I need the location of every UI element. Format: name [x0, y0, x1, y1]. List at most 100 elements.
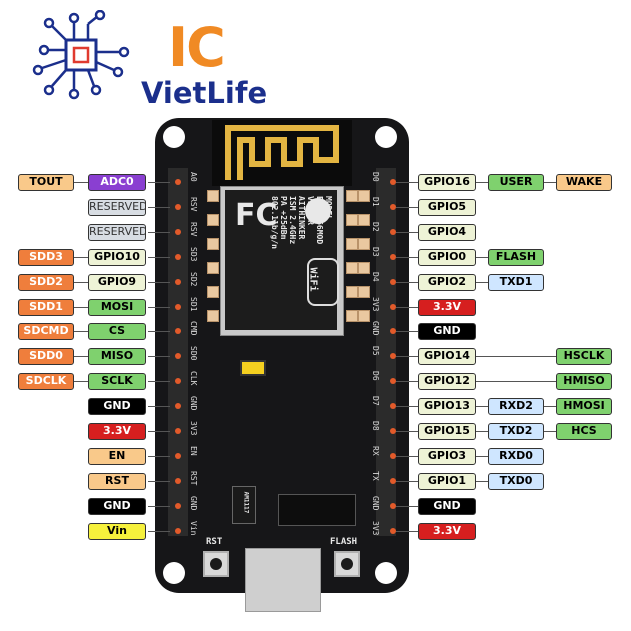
module-pad — [346, 262, 358, 274]
right-pin-silkscreen: 3V3 — [371, 521, 380, 536]
left-pin-function-label: RESERVED — [88, 199, 146, 216]
connector-line — [74, 257, 88, 258]
right-pin-silkscreen: GND — [371, 321, 380, 336]
header-pin — [390, 328, 396, 334]
right-pin-alt-label: TXD1 — [488, 274, 544, 291]
connector-line — [476, 481, 488, 482]
connector-line — [396, 182, 418, 183]
module-pad — [358, 262, 370, 274]
right-pin-function-label: GPIO13 — [418, 398, 476, 415]
right-pin-alt-label: RXD0 — [488, 448, 544, 465]
module-pad — [207, 190, 219, 202]
right-pin-function-label: GPIO1 — [418, 473, 476, 490]
header-pin — [390, 353, 396, 359]
antenna-area — [212, 120, 352, 186]
left-pin-silkscreen: EN — [189, 446, 198, 456]
connector-line — [74, 307, 88, 308]
left-header — [168, 168, 188, 536]
rst-button[interactable] — [203, 551, 229, 577]
left-pin-function-label: MISO — [88, 348, 146, 365]
right-pin-silkscreen: D4 — [371, 272, 380, 282]
left-pin-alt-label: SDD1 — [18, 299, 74, 316]
connector-line — [148, 356, 170, 357]
connector-line — [476, 356, 556, 357]
left-pin-alt-label: TOUT — [18, 174, 74, 191]
connector-line — [476, 257, 488, 258]
module-pad — [207, 238, 219, 250]
mounting-hole — [163, 126, 185, 148]
module-pad — [358, 286, 370, 298]
header-pin — [175, 403, 181, 409]
header-pin — [390, 453, 396, 459]
module-pad — [346, 310, 358, 322]
right-pin-silkscreen: D3 — [371, 247, 380, 257]
right-pin-silkscreen: D8 — [371, 421, 380, 431]
header-pin — [175, 304, 181, 310]
antenna-trace-icon — [225, 125, 339, 180]
right-header — [376, 168, 396, 536]
left-pin-function-label: RST — [88, 473, 146, 490]
header-pin — [175, 528, 181, 534]
right-pin-function-label: GPIO4 — [418, 224, 476, 241]
connector-line — [396, 456, 418, 457]
left-pin-function-label: MOSI — [88, 299, 146, 316]
left-pin-silkscreen: SD3 — [189, 247, 198, 262]
right-pin-alt-label: TXD0 — [488, 473, 544, 490]
right-pin-function-label: GPIO14 — [418, 348, 476, 365]
module-text-line: ISM 2.4GHz — [288, 196, 297, 245]
header-pin — [175, 378, 181, 384]
header-pin — [175, 453, 181, 459]
connector-line — [396, 431, 418, 432]
right-pin-alt2-label: HSCLK — [556, 348, 612, 365]
header-pin — [390, 478, 396, 484]
connector-line — [544, 431, 556, 432]
left-pin-function-label: GND — [88, 498, 146, 515]
connector-line — [396, 406, 418, 407]
right-pin-function-label: GPIO12 — [418, 373, 476, 390]
header-pin — [175, 353, 181, 359]
connector-line — [148, 282, 170, 283]
connector-line — [396, 331, 418, 332]
header-pin — [390, 254, 396, 260]
right-pin-alt2-label: HMOSI — [556, 398, 612, 415]
right-pin-function-label: GPIO16 — [418, 174, 476, 191]
left-pin-silkscreen: 3V3 — [189, 421, 198, 436]
left-pin-silkscreen: RSV — [189, 222, 198, 237]
led — [240, 360, 266, 376]
left-pin-silkscreen: SD0 — [189, 346, 198, 361]
header-pin — [390, 229, 396, 235]
right-pin-function-label: GPIO15 — [418, 423, 476, 440]
espressif-logo-icon — [305, 198, 331, 224]
right-pin-silkscreen: D1 — [371, 197, 380, 207]
left-pin-function-label: Vin — [88, 523, 146, 540]
rst-button-label: RST — [206, 537, 223, 547]
right-pin-function-label: GPIO2 — [418, 274, 476, 291]
logo-brand-text: VietLife — [141, 76, 268, 110]
logo-ic-text: IC — [168, 16, 226, 79]
right-pin-alt2-label: HMISO — [556, 373, 612, 390]
left-pin-silkscreen: Vin — [189, 521, 198, 536]
left-pin-silkscreen: CMD — [189, 321, 198, 336]
micro-usb-port[interactable] — [245, 548, 321, 612]
left-pin-function-label: GPIO9 — [88, 274, 146, 291]
flash-button[interactable] — [334, 551, 360, 577]
right-pin-silkscreen: RX — [371, 446, 380, 456]
rf-shield: FC MODEL ESP8266MOD VENDOR AITHINKER ISM… — [225, 190, 339, 330]
connector-line — [74, 331, 88, 332]
connector-line — [74, 356, 88, 357]
connector-line — [74, 182, 88, 183]
right-pin-alt2-label: WAKE — [556, 174, 612, 191]
module-pad — [207, 262, 219, 274]
module-pad — [207, 310, 219, 322]
mounting-hole — [375, 126, 397, 148]
left-pin-function-label: SCLK — [88, 373, 146, 390]
module-pad — [358, 190, 370, 202]
right-pin-function-label: GPIO3 — [418, 448, 476, 465]
header-pin — [175, 428, 181, 434]
left-pin-alt-label: SDD3 — [18, 249, 74, 266]
flash-button-label: FLASH — [330, 537, 358, 547]
connector-line — [396, 481, 418, 482]
module-pad — [346, 214, 358, 226]
header-pin — [390, 279, 396, 285]
header-pin — [175, 204, 181, 210]
